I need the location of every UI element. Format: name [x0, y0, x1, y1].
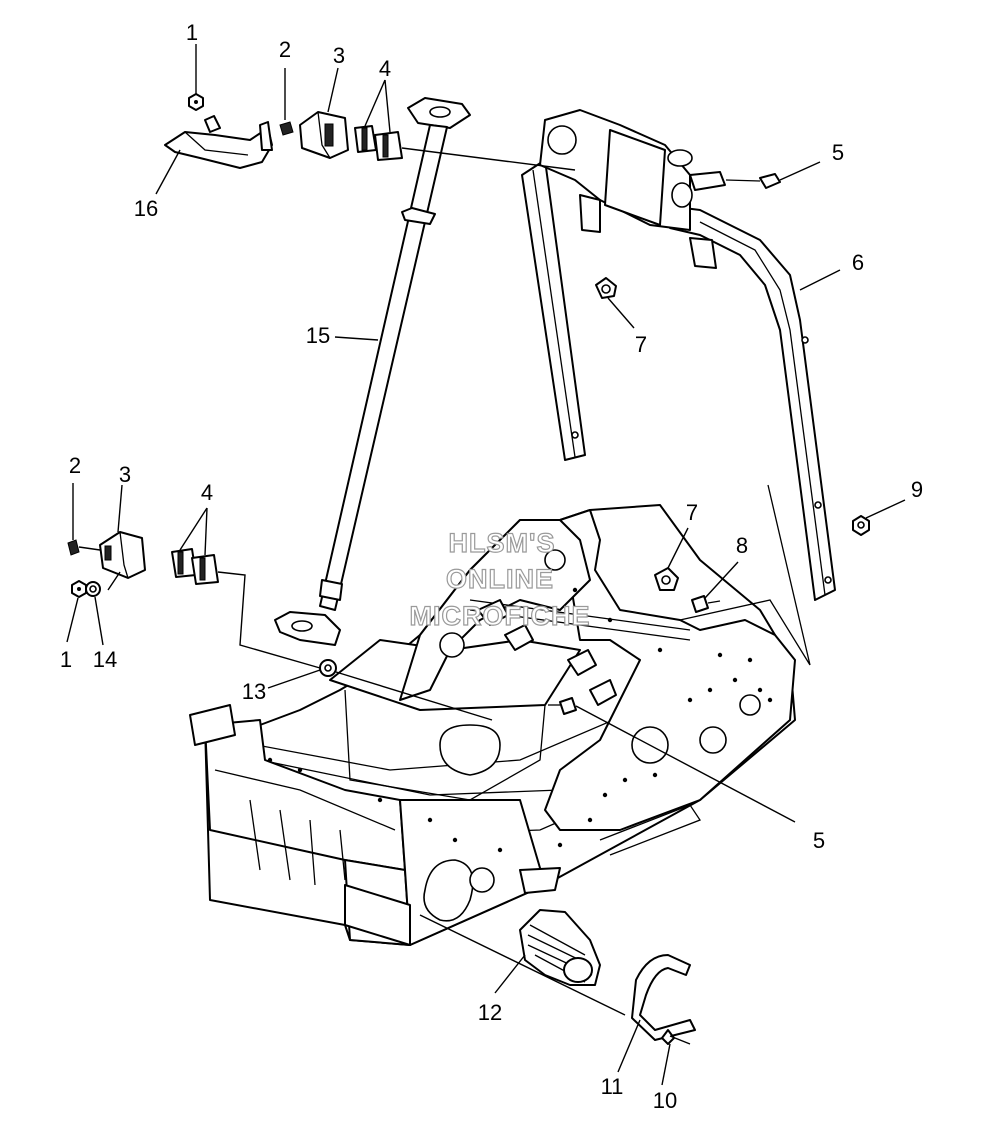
bolt-2-lower: [67, 539, 80, 556]
callout-3-lower: 3: [119, 462, 131, 487]
watermark-line-2: ONLINE: [446, 564, 554, 594]
callout-leaders: [66, 44, 906, 1086]
callout-13: 13: [242, 679, 266, 704]
callout-4-upper: 4: [379, 56, 391, 81]
nut-1-lower: [71, 580, 87, 598]
callout-6: 6: [852, 250, 864, 275]
callout-3-upper: 3: [333, 43, 345, 68]
callout-2-upper: 2: [279, 37, 291, 62]
callout-7-lower: 7: [686, 500, 698, 525]
callout-10: 10: [653, 1088, 677, 1113]
clip-7-lower: [654, 567, 679, 591]
callout-numbers: 1 2 3 4 5 6 7 16 15 2 3 4 1 14 13 7 8 9 …: [60, 20, 923, 1113]
bracket-16: [164, 115, 273, 169]
watermark-line-3: MICROFICHE: [410, 601, 591, 631]
steering-post: [274, 97, 471, 646]
watermark-line-1: HLSM'S: [449, 528, 556, 558]
callout-8: 8: [736, 533, 748, 558]
nut-1-upper: [188, 93, 204, 111]
clip-7-upper: [595, 277, 617, 299]
washer-13: [319, 659, 493, 721]
callout-15: 15: [306, 323, 330, 348]
callout-4-lower: 4: [201, 480, 213, 505]
nut-9: [852, 515, 870, 536]
callout-9: 9: [911, 477, 923, 502]
strap-11: [631, 954, 696, 1041]
clamp-3-upper: [299, 111, 349, 159]
bushings-4-lower: [171, 548, 321, 669]
callout-14: 14: [93, 647, 117, 672]
callout-12: 12: [478, 1000, 502, 1025]
callout-7-upper: 7: [635, 332, 647, 357]
callout-11: 11: [601, 1074, 624, 1099]
bolt-2-upper: [279, 121, 294, 136]
bushings-4-upper: [354, 125, 576, 171]
chassis-frame: [189, 484, 811, 946]
callout-5-upper: 5: [832, 140, 844, 165]
callout-5-lower: 5: [813, 828, 825, 853]
callout-1-lower: 1: [60, 647, 72, 672]
boot-12: [419, 909, 626, 1016]
bolt-8: [691, 595, 721, 613]
callout-2-lower: 2: [69, 453, 81, 478]
callout-16: 16: [134, 196, 158, 221]
callout-1-upper: 1: [186, 20, 198, 45]
washer-14: [85, 581, 101, 597]
screw-10: [661, 1029, 691, 1045]
frame-rivets: [267, 537, 773, 853]
watermark: HLSM'S ONLINE MICROFICHE: [409, 527, 591, 631]
bolt-5-lower: [548, 697, 796, 823]
roll-bar-assembly: [521, 109, 836, 601]
clamp-3-lower: [78, 531, 146, 591]
bolt-5-upper: [725, 173, 781, 189]
